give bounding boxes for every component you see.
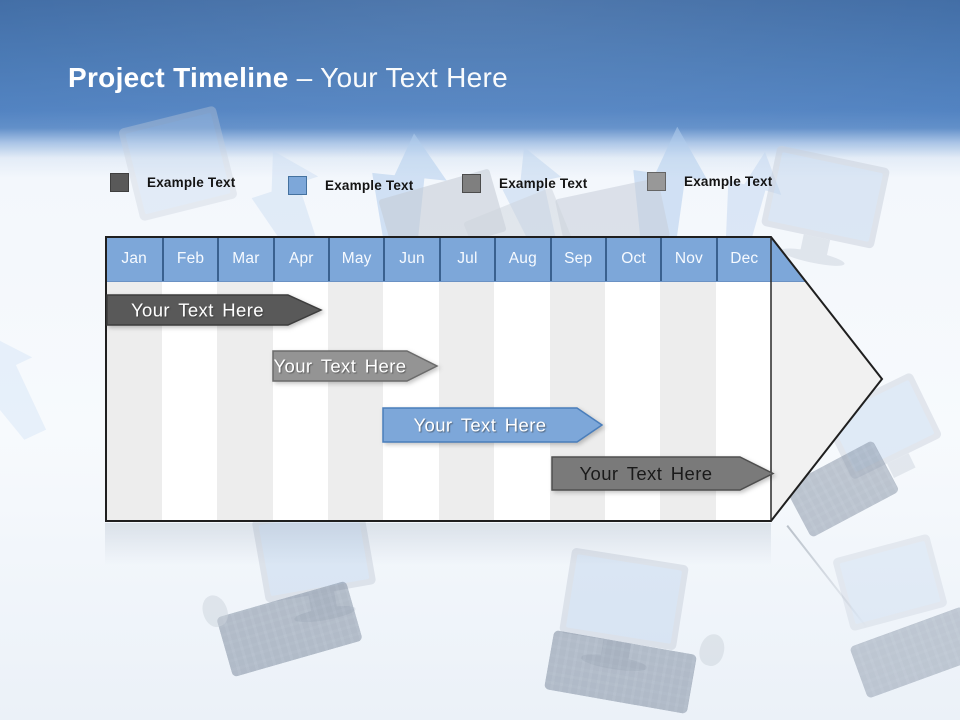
legend-label: Example Text (499, 176, 588, 191)
decor-keyboard-icon (543, 629, 698, 715)
decor-reflection-line (786, 525, 869, 629)
legend-swatch-icon (462, 174, 481, 193)
legend-label: Example Text (147, 175, 236, 190)
decor-arrow-icon (0, 322, 62, 447)
month-header-jan: Jan (121, 249, 147, 267)
legend-label: Example Text (684, 174, 773, 189)
slide-title: Project Timeline – Your Text Here (68, 62, 508, 94)
decor-keyboard-icon (216, 580, 363, 678)
month-header-apr: Apr (272, 236, 328, 281)
decor-monitor-icon (760, 144, 891, 270)
month-header-may: May (328, 236, 383, 281)
timeline-reflection (105, 523, 771, 565)
decor-keyboard-icon (849, 606, 960, 699)
decor-mouse-icon (696, 631, 728, 669)
decor-monitor-icon (117, 105, 239, 222)
legend-swatch-icon (110, 173, 129, 192)
legend-item-2: Example Text (288, 176, 413, 195)
legend-item-4: Example Text (647, 172, 772, 191)
month-header-mar: Mar (217, 236, 272, 281)
month-header-jul: Jul (438, 236, 494, 281)
decor-monitor-icon (831, 533, 949, 632)
slide-title-main: Project Timeline (68, 62, 297, 93)
month-header-dec: Dec (715, 236, 771, 281)
legend-item-1: Example Text (110, 173, 235, 192)
slide-title-placeholder: – Your Text Here (296, 62, 508, 93)
legend-label: Example Text (325, 178, 414, 193)
legend-item-3: Example Text (462, 174, 587, 193)
month-header-oct: Oct (604, 236, 660, 281)
month-header-feb: Feb (161, 236, 217, 281)
month-header-jun: Jun (383, 236, 438, 281)
month-header-aug: Aug (494, 236, 549, 281)
decor-mouse-icon (198, 591, 232, 631)
month-header-sep: Sep (549, 236, 605, 281)
legend-swatch-icon (288, 176, 307, 195)
month-header-nov: Nov (660, 236, 715, 281)
legend-swatch-icon (647, 172, 666, 191)
legend: Example Text Example Text Example Text Exam… (0, 0, 960, 195)
